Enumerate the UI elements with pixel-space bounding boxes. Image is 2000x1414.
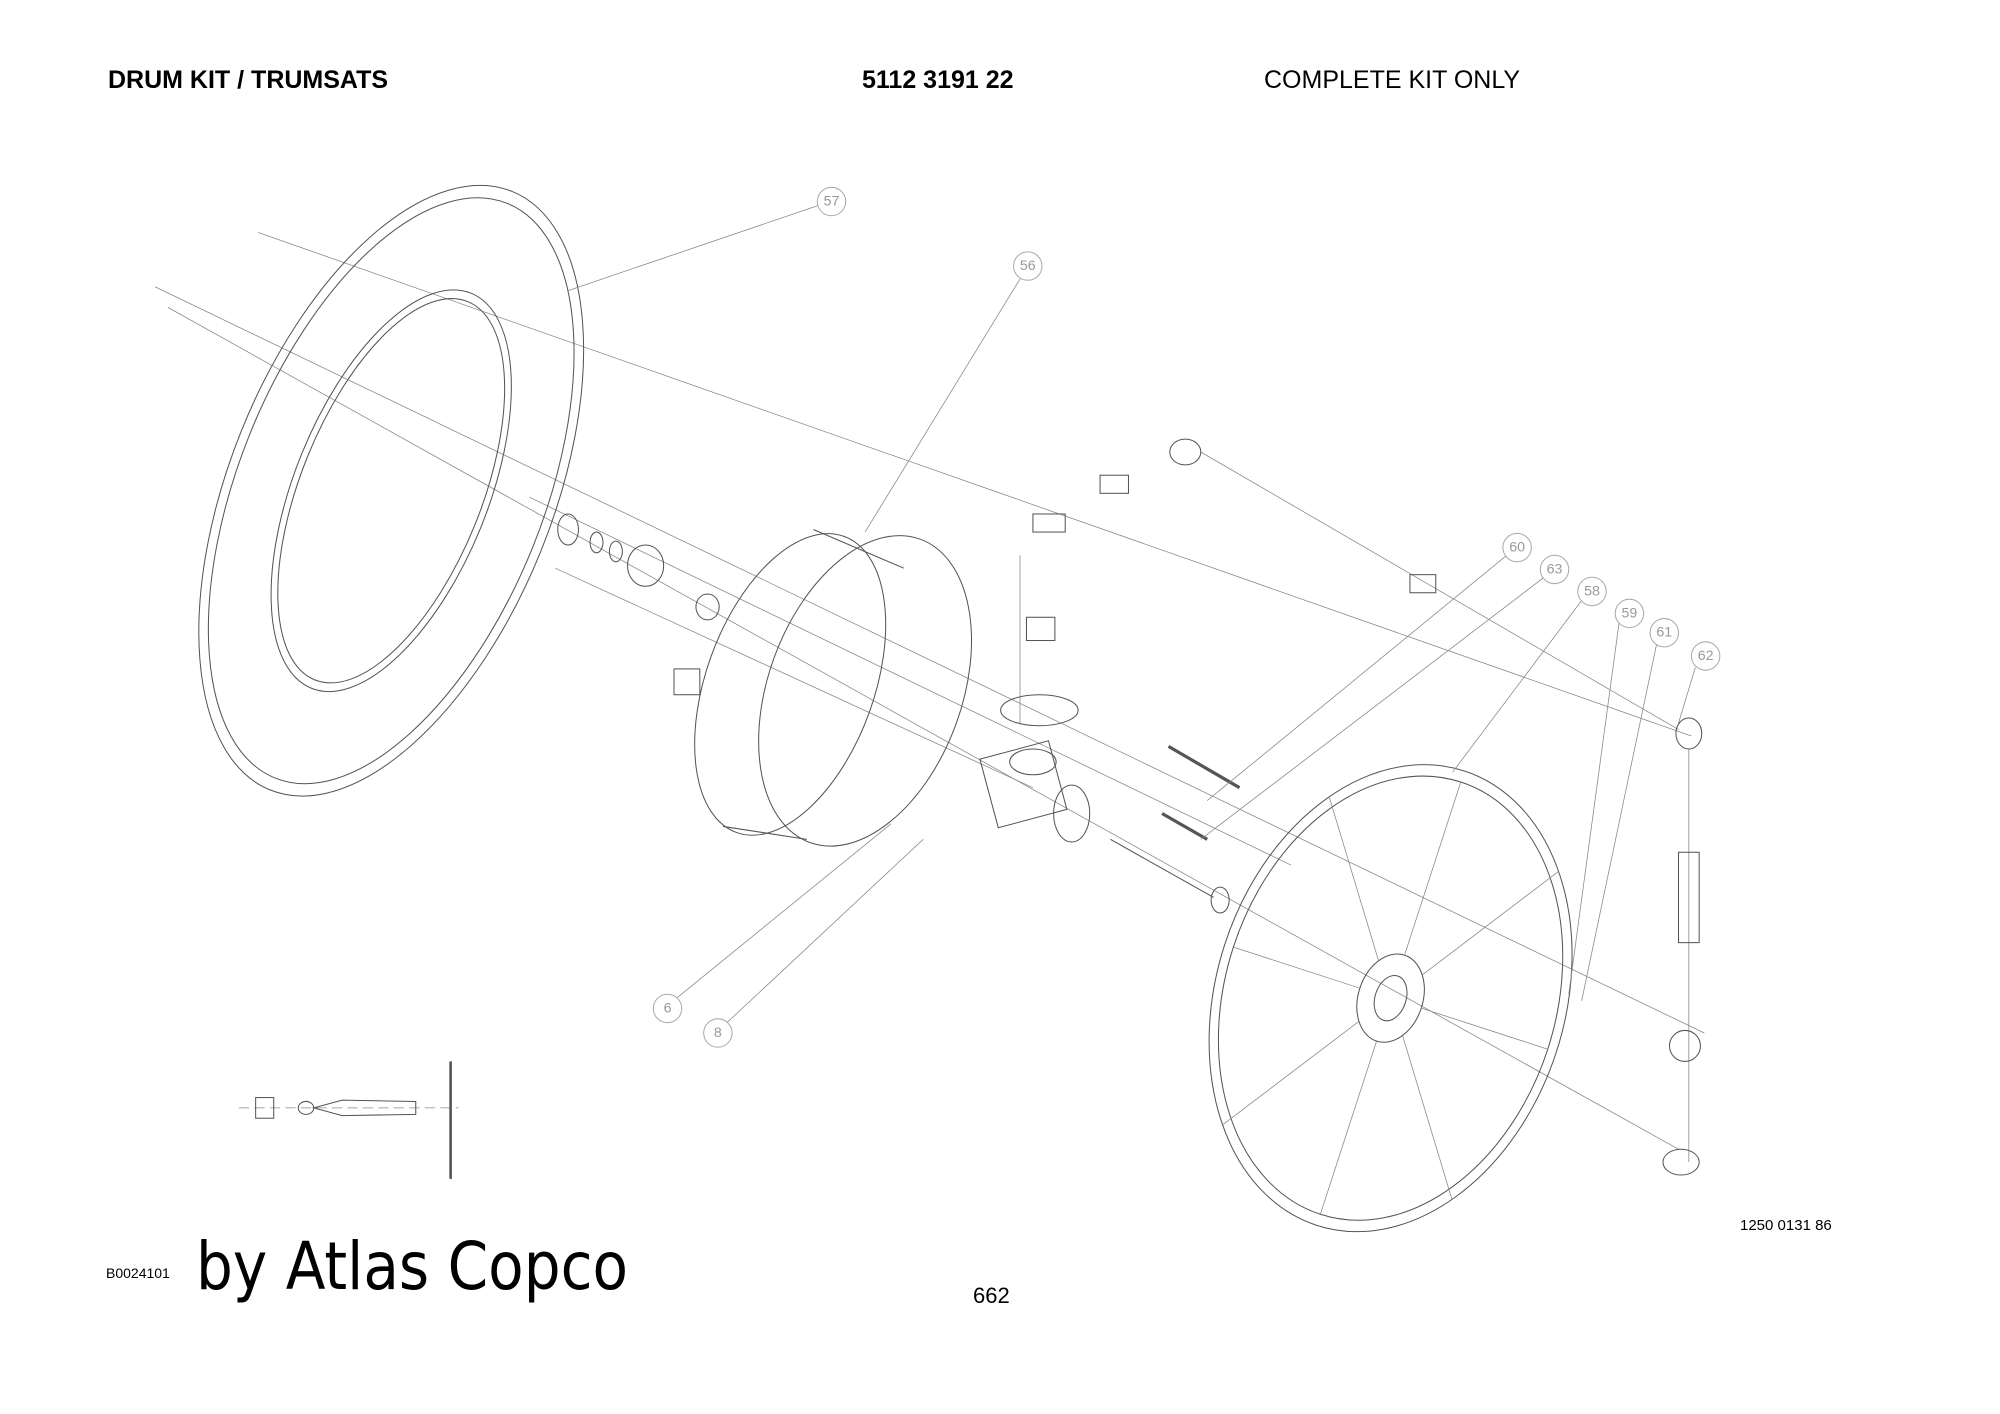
assembly-axis-lines — [154, 232, 1705, 1163]
fittings — [557, 438, 1703, 1176]
callout-56: 56 — [1013, 251, 1043, 281]
page-number: 662 — [973, 1283, 1010, 1308]
svg-text:57: 57 — [824, 194, 840, 210]
svg-text:58: 58 — [1584, 583, 1600, 599]
svg-text:61: 61 — [1656, 625, 1672, 641]
page-title: DRUM KIT / TRUMSATS — [108, 66, 389, 94]
callout-8: 8 — [703, 1018, 733, 1048]
callout-57: 57 — [816, 186, 847, 217]
svg-text:62: 62 — [1698, 648, 1714, 664]
part-number: 5112 3191 22 — [862, 66, 1014, 94]
callout-59: 59 — [1614, 598, 1645, 629]
drum-cylinder — [694, 528, 973, 847]
callout-63: 63 — [1539, 554, 1570, 585]
svg-text:6: 6 — [664, 1000, 672, 1016]
right-drum-wheel — [1208, 764, 1573, 1233]
svg-text:59: 59 — [1622, 605, 1638, 621]
svg-text:8: 8 — [714, 1025, 722, 1041]
document-id: B0024101 — [106, 1265, 170, 1281]
svg-text:56: 56 — [1020, 258, 1036, 274]
gearbox — [979, 616, 1091, 843]
callout-61: 61 — [1649, 618, 1680, 648]
drawing-reference-number: 1250 0131 86 — [1740, 1217, 1832, 1234]
cable-grip-accessory — [238, 1061, 459, 1179]
callout-60: 60 — [1502, 532, 1532, 563]
callout-6: 6 — [652, 993, 683, 1024]
callout-58: 58 — [1577, 576, 1607, 607]
svg-text:63: 63 — [1547, 561, 1563, 577]
left-drum-flange — [198, 184, 585, 797]
brand-text: by Atlas Copco — [196, 1228, 629, 1305]
kit-note: COMPLETE KIT ONLY — [1264, 66, 1521, 94]
svg-text:60: 60 — [1509, 540, 1525, 556]
callout-62: 62 — [1690, 641, 1721, 671]
leader-lines — [567, 205, 1696, 1023]
